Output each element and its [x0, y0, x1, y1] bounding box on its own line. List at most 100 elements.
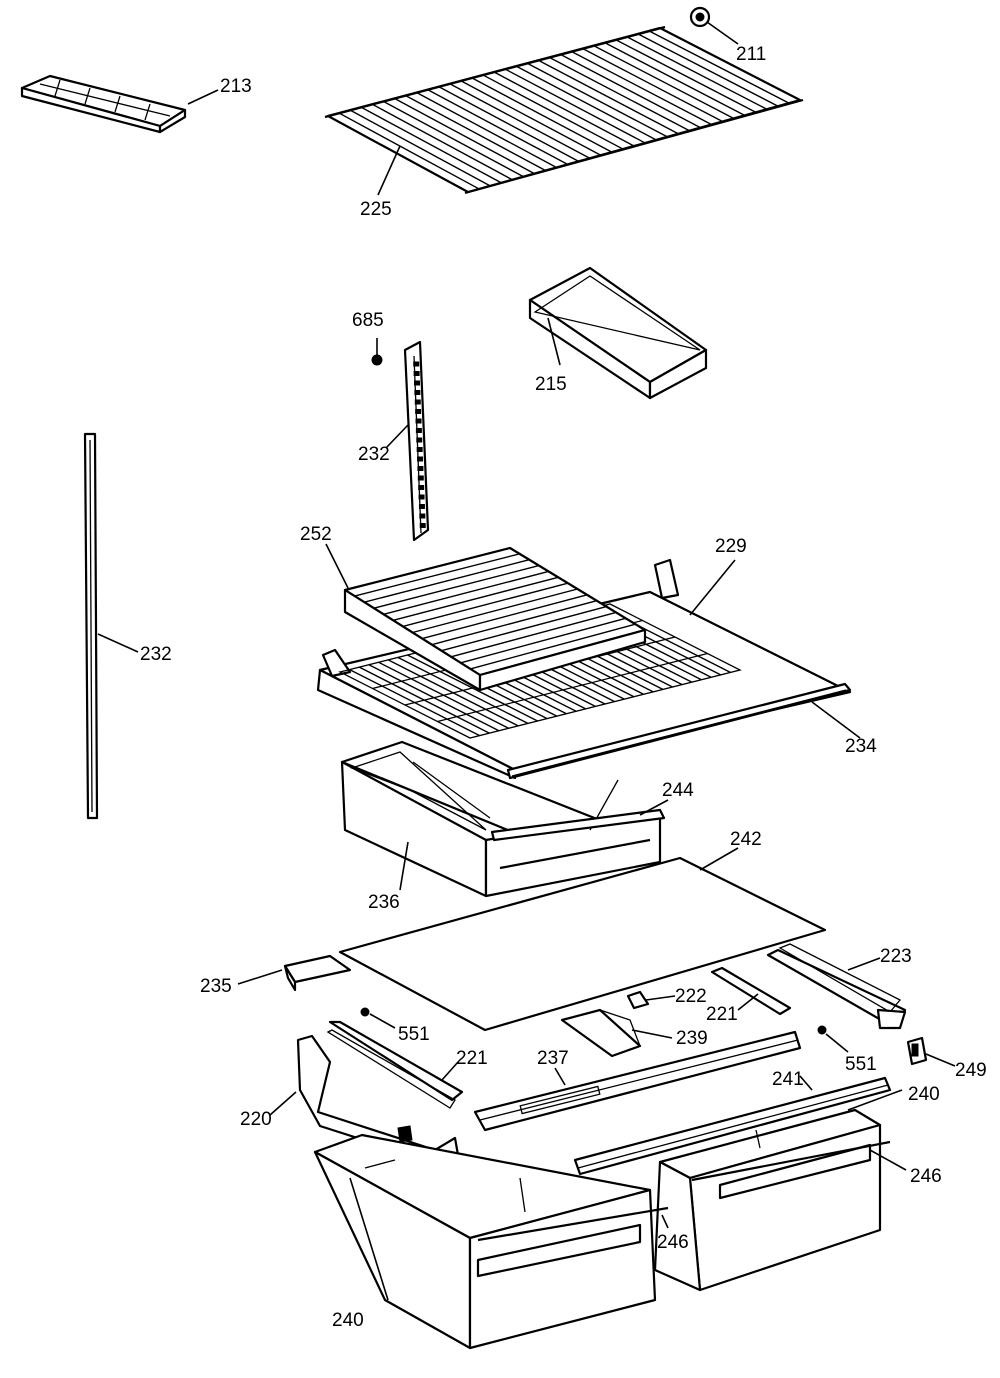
wire-shelf-225: [324, 25, 804, 196]
callout-215: 215: [535, 374, 567, 395]
callout-234: 234: [845, 736, 877, 757]
rail-slot: [416, 437, 423, 443]
wire-line: [427, 88, 568, 166]
callout-221-left: 221: [456, 1048, 488, 1069]
rail-221-left: [326, 1020, 464, 1109]
wire-line: [526, 62, 668, 138]
rail-slot: [414, 390, 421, 395]
trim-234: [506, 682, 861, 780]
callout-685: 685: [352, 310, 384, 331]
wire-line: [438, 86, 579, 162]
wire-line: [383, 570, 549, 615]
wire-line: [412, 588, 578, 634]
wire-line: [615, 39, 757, 113]
wire-line: [604, 42, 745, 116]
wire-line: [338, 112, 480, 190]
wire-line: [402, 582, 569, 628]
rail-slot: [415, 418, 422, 424]
door-bin-215: [528, 266, 708, 400]
callout-222: 222: [675, 986, 707, 1007]
screw-551-left: [360, 1007, 396, 1029]
handle-246-right: [691, 1140, 907, 1182]
callout-551-left: 551: [398, 1024, 430, 1045]
callout-213: 213: [220, 76, 252, 97]
rail-slot: [414, 380, 420, 386]
wire-line: [626, 36, 768, 110]
callout-232-long: 232: [140, 644, 172, 665]
egg-tray-213: [20, 74, 219, 134]
wire-line: [373, 564, 540, 609]
part-249: [906, 1036, 956, 1067]
wire-line: [394, 97, 535, 175]
screw-685: [371, 338, 383, 366]
wire-line: [371, 103, 513, 181]
rail-slot: [419, 523, 426, 528]
callout-244: 244: [662, 780, 694, 801]
wire-line: [493, 71, 635, 147]
wire-line: [549, 56, 690, 132]
handle-244: [490, 799, 669, 842]
wire-line: [593, 44, 734, 120]
clip-222: [626, 990, 676, 1010]
wire-line: [441, 605, 607, 652]
callout-242: 242: [730, 829, 762, 850]
rail-slot: [414, 399, 421, 405]
crisper-drawer-240-right: [653, 1089, 903, 1292]
wire-line: [421, 594, 588, 640]
rail-slot: [415, 428, 422, 433]
wire-line: [560, 53, 701, 129]
bracket-239: [560, 1008, 673, 1058]
callout-249: 249: [955, 1060, 987, 1081]
callout-229: 229: [715, 536, 747, 557]
callout-236: 236: [368, 892, 400, 913]
rail-232-short: [385, 340, 430, 542]
rail-221-right: [710, 966, 792, 1016]
wire-line: [354, 553, 520, 597]
wire-line: [449, 83, 591, 159]
rail-slot: [419, 513, 426, 519]
callout-232-short: 232: [358, 444, 390, 465]
callout-241: 241: [772, 1069, 804, 1090]
rail-slot: [418, 504, 425, 509]
crossbar-241: [573, 1075, 892, 1176]
wire-line: [437, 652, 708, 723]
wire-line: [450, 611, 617, 658]
bracket-220: [269, 1034, 460, 1160]
grommet-211: [689, 6, 739, 45]
wire-line: [648, 30, 790, 104]
wire-line: [537, 59, 679, 135]
wire-line: [416, 91, 557, 169]
rail-223: [766, 943, 907, 1030]
callout-223: 223: [880, 946, 912, 967]
callout-240-left: 240: [332, 1310, 364, 1331]
rail-slot: [417, 466, 424, 471]
callout-246-right: 246: [910, 1166, 942, 1187]
wire-line: [571, 50, 712, 126]
callout-235: 235: [200, 976, 232, 997]
wire-line: [582, 47, 723, 123]
crossbar-237: [473, 1030, 802, 1132]
callout-240-right: 240: [908, 1084, 940, 1105]
wire-line: [360, 106, 502, 184]
rail-slot: [418, 485, 425, 490]
callout-237: 237: [537, 1048, 569, 1069]
callout-211: 211: [736, 44, 766, 65]
wire-line: [460, 617, 626, 664]
callout-221-right: 221: [706, 1004, 738, 1025]
wire-line: [504, 68, 646, 144]
rail-slot: [413, 361, 420, 367]
wire-line: [637, 33, 779, 107]
wire-line: [393, 576, 559, 622]
callout-551-right: 551: [845, 1054, 877, 1075]
wire-line: [515, 65, 657, 141]
glass-shelf-252: [325, 543, 647, 692]
glass-pane-242: [338, 847, 827, 1032]
callout-225: 225: [360, 199, 392, 220]
wire-line: [471, 77, 613, 153]
rail-slot: [415, 409, 422, 414]
rail-slot: [417, 456, 424, 462]
rail-slot: [413, 371, 420, 376]
callout-252: 252: [300, 524, 332, 545]
wire-line: [431, 600, 597, 646]
